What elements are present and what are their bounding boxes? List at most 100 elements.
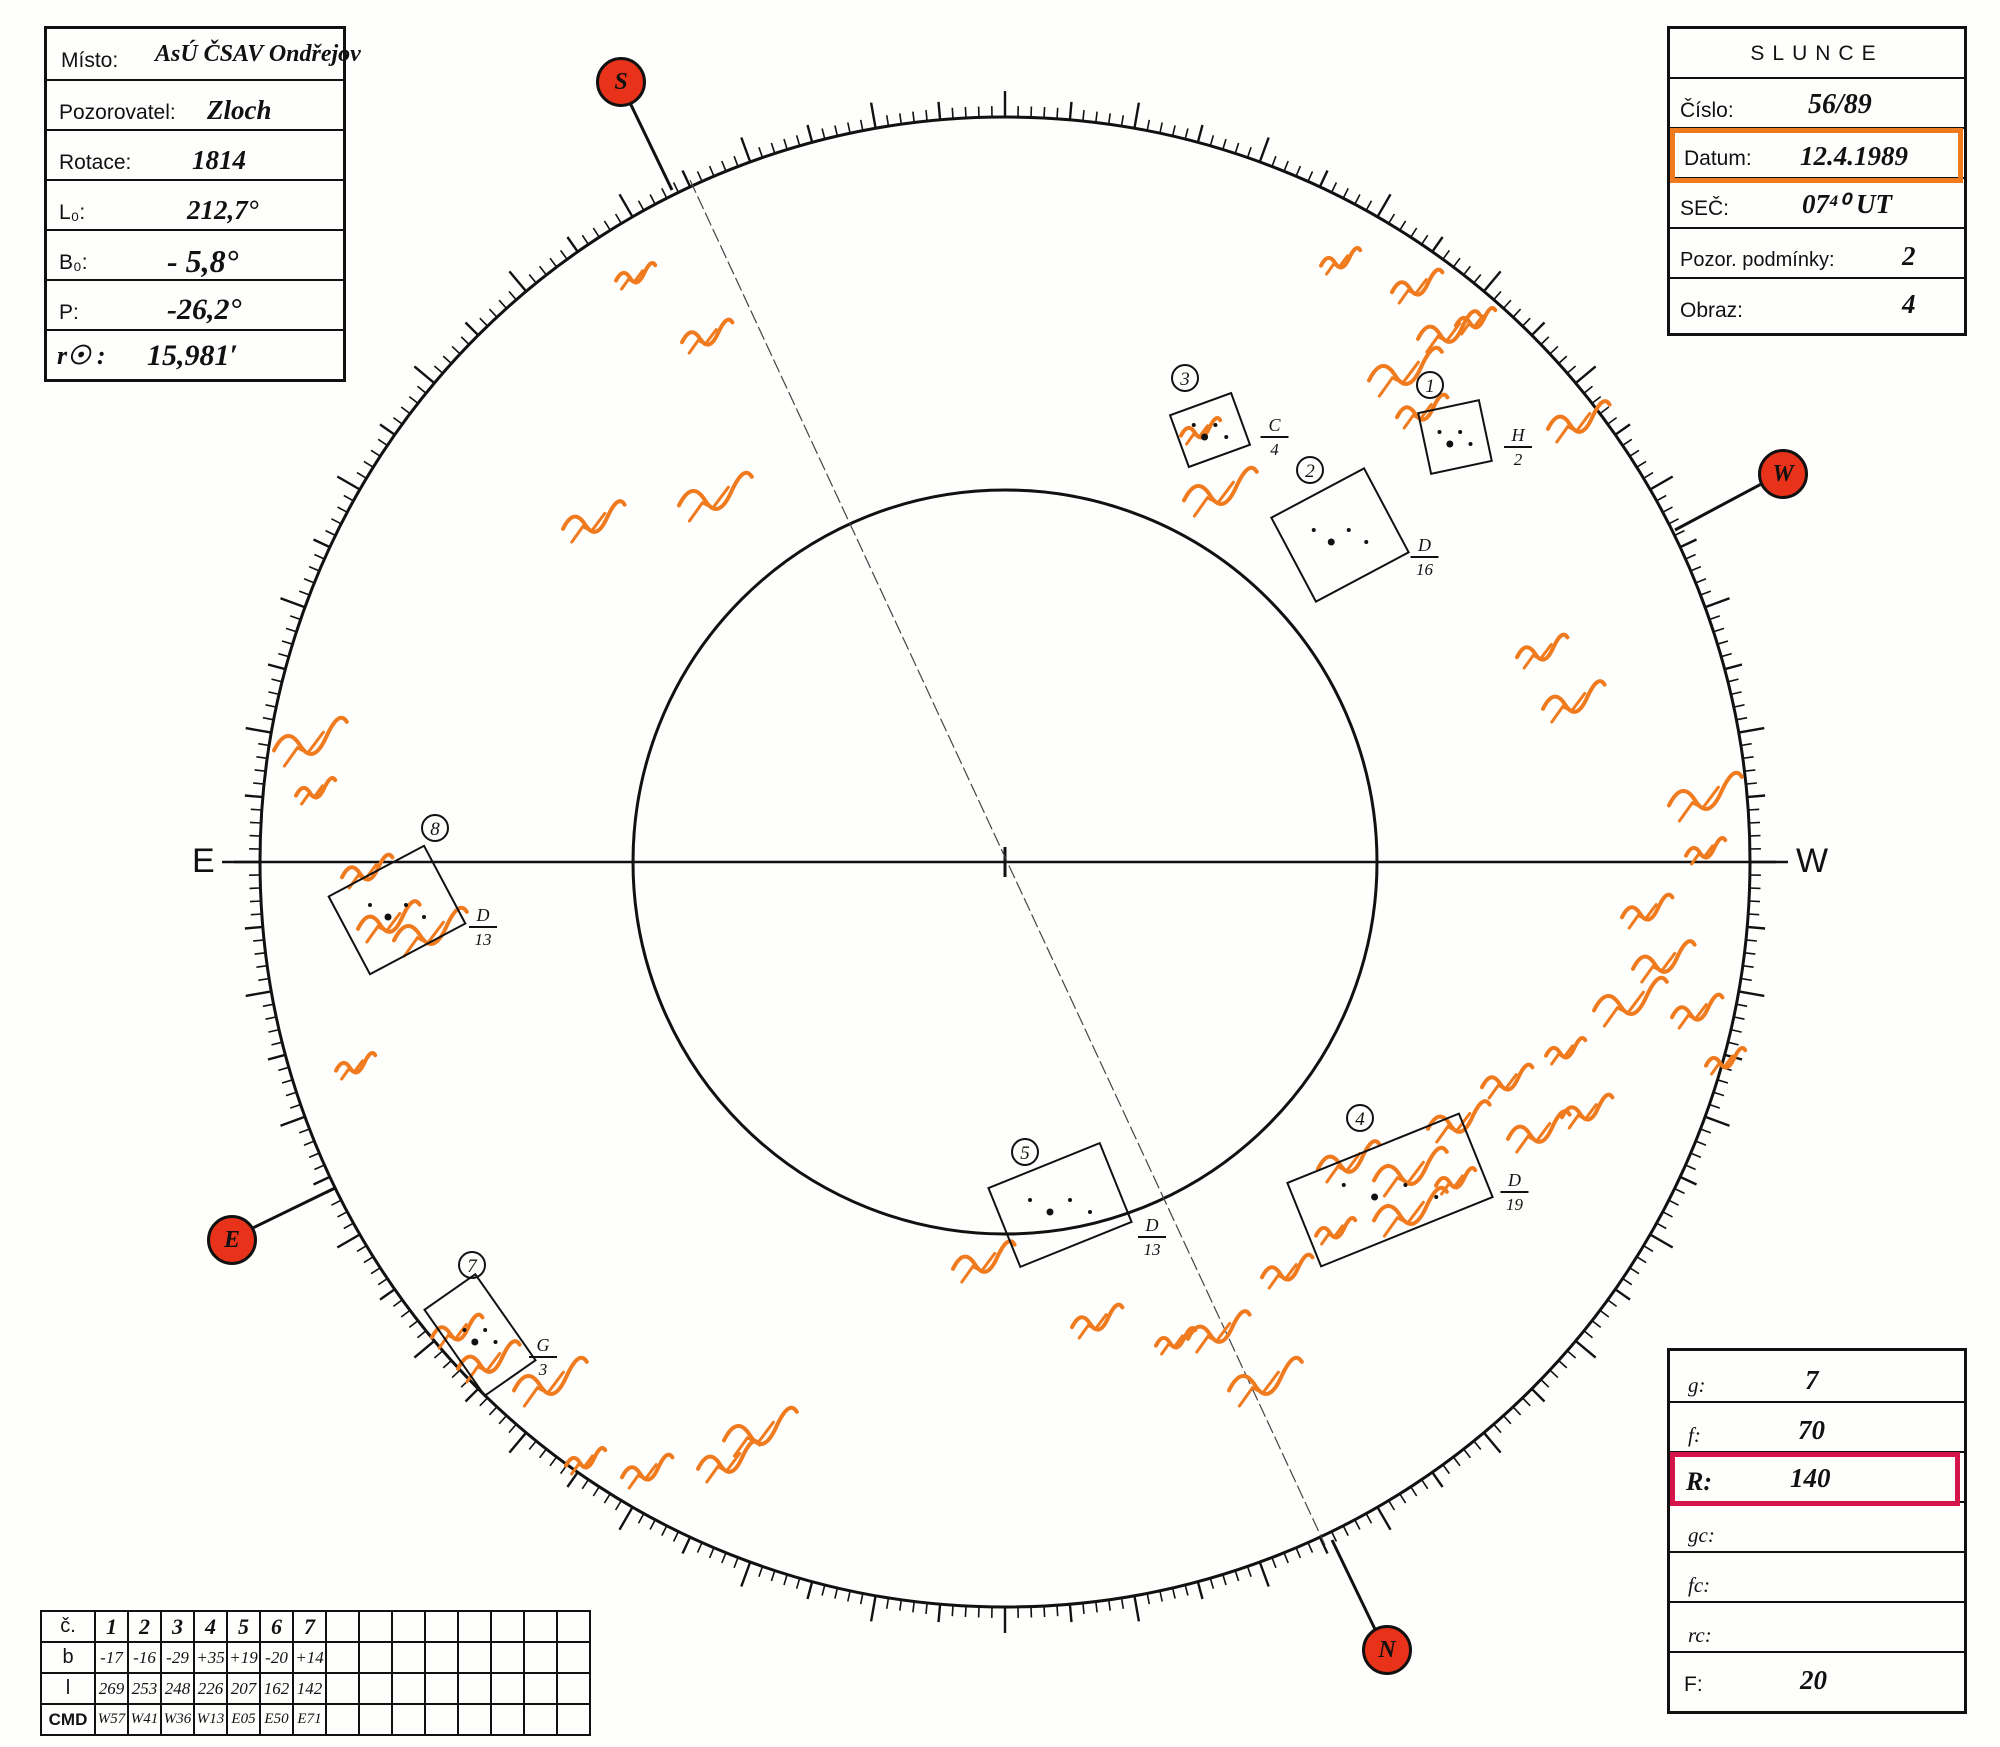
limb-tick	[549, 257, 558, 268]
sunspot	[1446, 440, 1454, 448]
empty-cell	[358, 1641, 393, 1674]
misto-row: Místo: AsÚ ČSAV Ondřejov	[47, 29, 361, 81]
limb-tick	[1622, 1277, 1633, 1286]
facula-mark	[564, 1446, 608, 1470]
limb-tick	[267, 663, 286, 671]
limb-tick	[614, 213, 622, 224]
limb-tick	[303, 578, 315, 584]
limb-tick	[912, 111, 915, 123]
limb-tick	[1095, 111, 1098, 123]
limb-tick	[1740, 977, 1752, 982]
group-number: 4	[193, 1610, 228, 1643]
sunspot-group-3: 3C4	[1168, 364, 1289, 469]
facula-mark	[722, 1405, 799, 1446]
limb-tick	[733, 155, 739, 167]
limb-tick	[400, 406, 411, 415]
group-class-label: D	[476, 905, 490, 925]
limb-tick	[696, 1542, 703, 1553]
r-value: 140	[1790, 1463, 1831, 1493]
facula-mark	[1434, 1166, 1478, 1190]
limb-tick	[592, 1486, 600, 1497]
limb-tick	[1133, 102, 1141, 129]
facula-mark	[677, 470, 754, 511]
sunspot	[1434, 1195, 1439, 1199]
limb-tick	[1159, 1590, 1163, 1602]
limb-tick	[1133, 1595, 1141, 1622]
group-class-label: D	[1417, 535, 1431, 555]
facula-mark	[1237, 1370, 1280, 1408]
facula-mark	[705, 1451, 742, 1484]
limb-tick	[1738, 990, 1765, 998]
facula-mark	[512, 1355, 589, 1396]
limb-tick	[912, 1601, 915, 1613]
facula-mark	[1325, 1151, 1362, 1184]
group-number: 7	[292, 1610, 327, 1643]
latitude-cell: +35	[193, 1641, 228, 1674]
group-number-circle	[1171, 364, 1199, 392]
limb-tick	[1056, 107, 1059, 119]
empty-cell	[490, 1610, 525, 1643]
limb-tick	[1107, 113, 1111, 125]
limb-tick	[1342, 188, 1349, 199]
limb-tick	[308, 565, 320, 572]
empty-cell	[325, 1703, 360, 1736]
limb-tick	[498, 299, 508, 309]
limb-tick	[549, 1456, 558, 1467]
longitude-cell: 142	[292, 1672, 327, 1705]
sunspot	[1346, 528, 1351, 532]
facula-mark	[1627, 903, 1658, 930]
limb-tick	[1736, 716, 1748, 721]
limb-tick	[1599, 406, 1610, 415]
fc-label: fc:	[1688, 1573, 1711, 1597]
limb-tick	[1695, 578, 1707, 584]
limb-tick	[1643, 1245, 1654, 1253]
limb-tick	[1685, 553, 1696, 560]
limb-tick	[1748, 821, 1761, 824]
empty-cell	[556, 1672, 591, 1705]
limb-tick	[1724, 663, 1743, 671]
facula-mark	[1325, 254, 1350, 276]
limb-tick	[869, 102, 877, 129]
limb-tick	[254, 952, 266, 955]
facula-mark	[1186, 1309, 1252, 1344]
number-row: č. 1 2 3 4 5 6 7	[40, 1610, 591, 1643]
limb-tick	[1171, 1587, 1176, 1599]
limb-tick	[1082, 110, 1085, 122]
limb-tick	[1452, 1456, 1461, 1467]
limb-tick	[377, 438, 388, 447]
F-value: 20	[1800, 1665, 1827, 1695]
limb-tick	[298, 590, 310, 596]
facula-mark	[1592, 975, 1669, 1016]
datum-highlight	[1670, 128, 1963, 183]
limb-tick	[265, 1016, 277, 1020]
latitude-cell: +19	[226, 1641, 261, 1674]
empty-cell	[391, 1641, 426, 1674]
sunspot	[1403, 1183, 1408, 1187]
limb-tick	[603, 220, 611, 231]
facula-mark	[340, 1059, 365, 1081]
limb-tick-scale	[234, 91, 1776, 1633]
limb-tick	[1733, 1016, 1745, 1020]
limb-tick	[581, 1479, 590, 1490]
limb-tick	[1738, 726, 1765, 734]
limb-tick	[1742, 964, 1754, 968]
limb-tick	[1399, 220, 1407, 231]
empty-cell	[523, 1672, 558, 1705]
facula-mark	[570, 511, 607, 544]
facula-mark	[1487, 1073, 1518, 1100]
g-value: 7	[1805, 1365, 1819, 1395]
limb-tick	[758, 146, 764, 158]
facula-mark	[614, 261, 658, 285]
podminky-row: Pozor. podmínky: 2	[1670, 229, 1964, 279]
row-label-l: l	[40, 1672, 96, 1705]
limb-tick	[254, 769, 266, 772]
limb-tick	[253, 939, 265, 942]
limb-tick	[256, 756, 268, 760]
rotace-label: Rotace:	[59, 151, 132, 174]
limb-tick	[1727, 1041, 1739, 1046]
limb-tick	[1318, 1536, 1329, 1555]
limb-tick	[377, 1277, 388, 1286]
slunce-title-row: SLUNCE	[1670, 29, 1964, 79]
